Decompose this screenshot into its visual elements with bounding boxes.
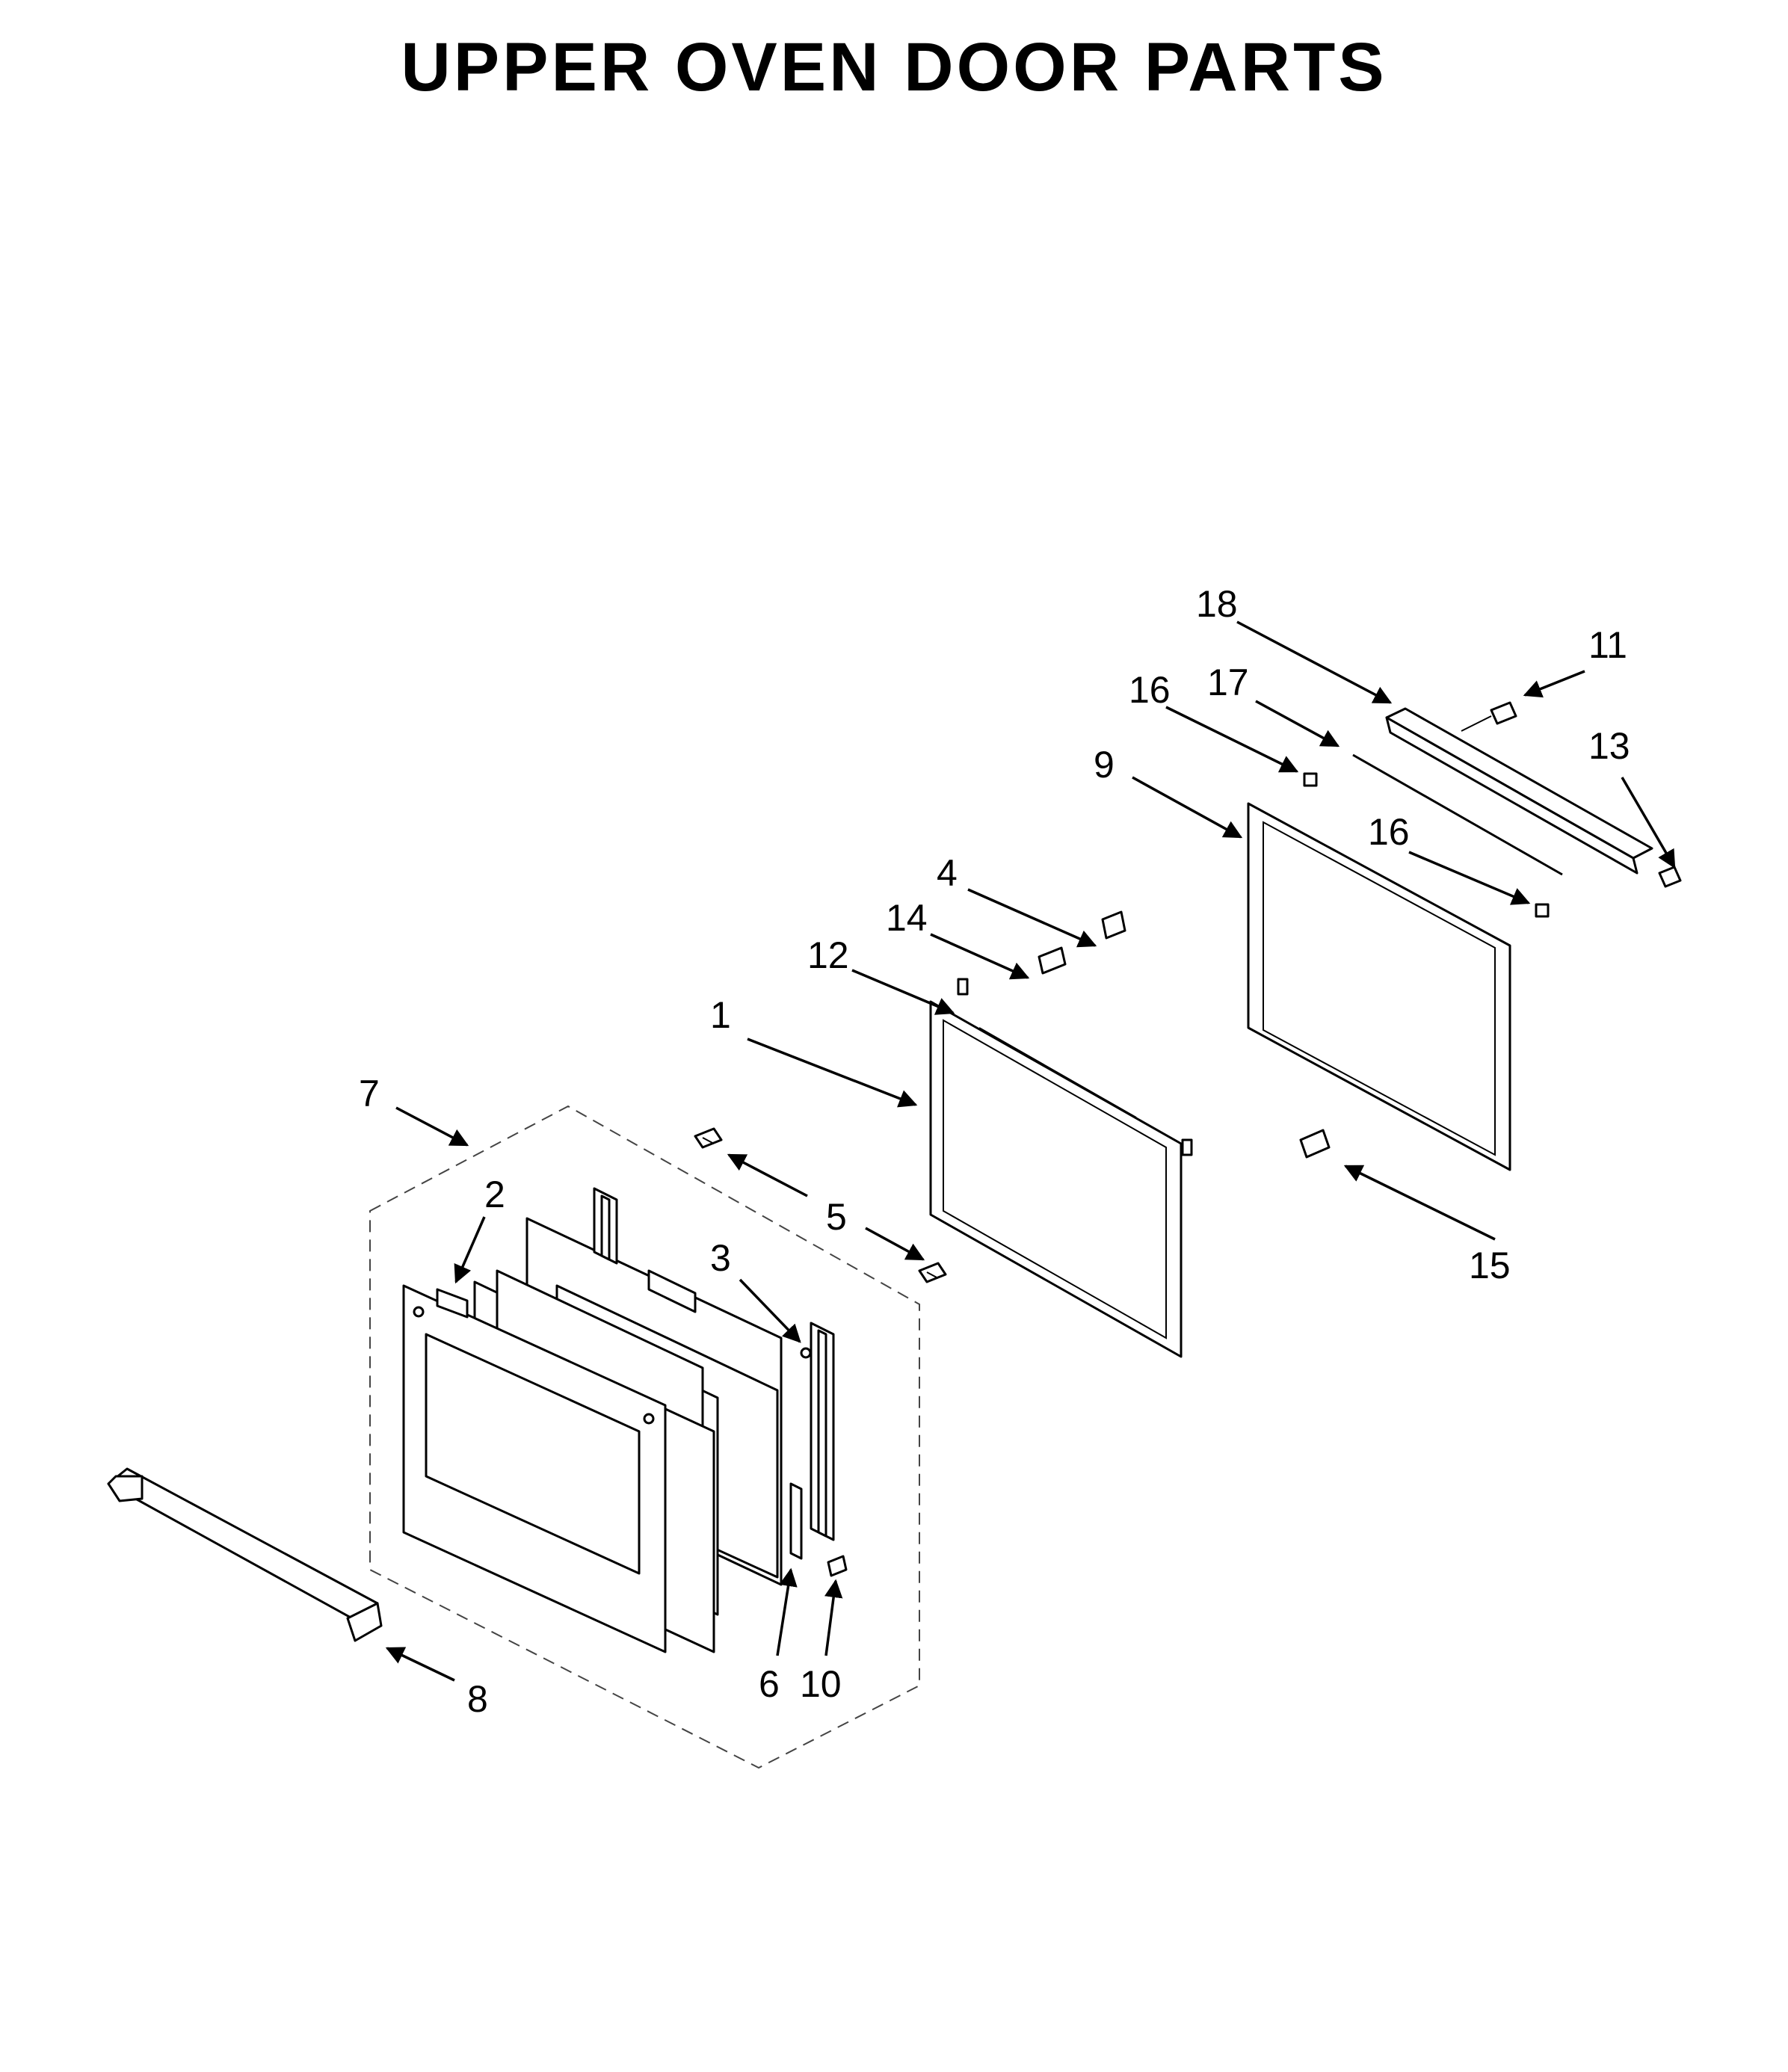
spacer	[957, 978, 969, 996]
outer-door-front-panel	[402, 1284, 667, 1653]
callout-4: 4	[937, 852, 958, 894]
callout-16-lower: 16	[1368, 811, 1410, 853]
vent-screw	[1461, 701, 1517, 732]
callout-2: 2	[484, 1174, 505, 1215]
callout-18: 18	[1196, 583, 1238, 625]
callout-14: 14	[886, 897, 928, 939]
callout-8: 8	[467, 1678, 488, 1720]
callout-10: 10	[800, 1663, 842, 1705]
callout-17: 17	[1207, 662, 1249, 703]
outer-door-assembly-outline	[369, 1105, 920, 1769]
hinge-channels	[593, 1187, 835, 1560]
inner-door-frame	[929, 1000, 1183, 1358]
door-badge	[436, 1288, 469, 1319]
hinge-screw	[827, 1555, 848, 1577]
callout-15: 15	[1469, 1245, 1511, 1286]
screw-upper	[694, 1127, 723, 1149]
callout-7: 7	[359, 1073, 380, 1114]
door-stop	[1299, 1129, 1331, 1159]
screw-lower	[918, 1262, 947, 1283]
pad-upper	[1303, 772, 1318, 787]
vent-bolt	[1658, 866, 1682, 888]
bumper	[1038, 946, 1067, 975]
callout-labels: 18 11 16 17 13 9 16 4 14 12 1 15 7 5 2 3…	[359, 583, 1630, 1720]
door-handle	[107, 1467, 383, 1642]
callout-9: 9	[1094, 744, 1115, 786]
callout-3: 3	[710, 1237, 731, 1279]
pad-lower	[1535, 903, 1550, 918]
vent-trim	[1385, 707, 1653, 875]
inner-door-panel	[1247, 802, 1511, 1171]
callout-5: 5	[826, 1196, 847, 1238]
callout-6: 6	[759, 1663, 780, 1705]
leader-lines	[385, 620, 1676, 1682]
callout-16-upper: 16	[1129, 669, 1171, 711]
spacer-right	[1181, 1138, 1193, 1156]
callout-12: 12	[807, 934, 849, 976]
page-title: UPPER OVEN DOOR PARTS	[401, 29, 1387, 105]
gasket-strip	[1352, 753, 1563, 876]
latch-clip	[1101, 910, 1126, 940]
callout-1: 1	[710, 994, 731, 1036]
callout-13: 13	[1588, 725, 1630, 767]
callout-11: 11	[1588, 624, 1627, 666]
